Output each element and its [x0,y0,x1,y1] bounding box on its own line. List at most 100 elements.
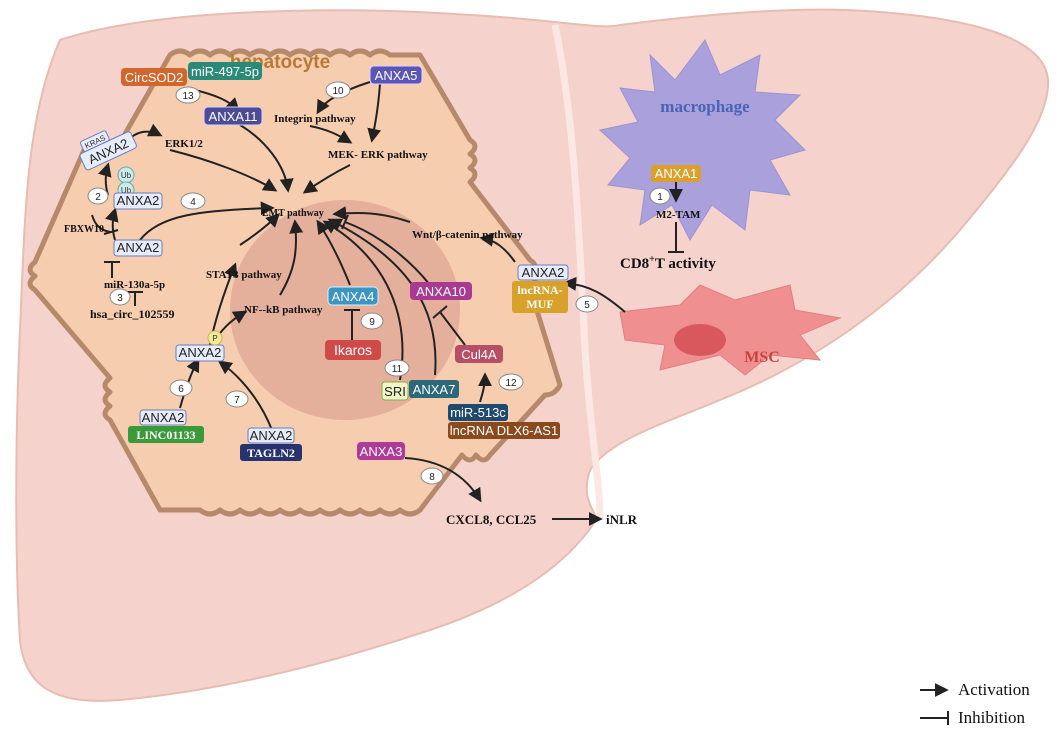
inhib-anxa10-emt [344,221,431,286]
step-10: 10 [325,81,351,99]
svg-text:2: 2 [95,192,101,203]
falciform-ligament [551,24,604,521]
step-8: 8 [420,467,444,485]
arrow-anxa2-anxa2ub [105,207,119,241]
arrow-anxa4-emt [316,219,351,286]
node-anxa1: ANXA1 [651,165,701,182]
svg-text:lncRNA DLX6-AS1: lncRNA DLX6-AS1 [450,423,558,438]
node-anxa2-kras: KRAS ANXA2 [79,130,137,171]
svg-text:10: 10 [332,86,344,97]
svg-text:ANXA7: ANXA7 [413,382,456,397]
arrow-muf-wnt [479,232,516,263]
node-anxa3: ANXA3 [357,442,405,460]
svg-text:ANXA10: ANXA10 [416,284,466,299]
svg-text:Ub: Ub [121,186,132,195]
label-mek-erk: MEK- ERK pathway [328,149,428,161]
label-mir130: miR-130a-5p [104,279,165,291]
svg-text:TAGLN2: TAGLN2 [247,446,295,460]
svg-text:SRI: SRI [384,384,406,399]
label-nfkb: NF--kB pathway [244,304,323,316]
label-stat3: STAT3 pathway [206,269,282,281]
arrow-sri-emt [322,220,404,381]
node-circsod2: CircSOD2 [121,68,187,86]
step-2: 2 [87,187,109,205]
svg-text:9: 9 [369,317,375,328]
arrow-mir513-cul4a [477,372,492,403]
svg-text:ANXA5: ANXA5 [375,68,418,83]
svg-text:6: 6 [178,384,184,395]
arrow-anxa2-emt [139,201,275,241]
svg-text:8: 8 [429,472,435,483]
msc-nucleus [674,324,726,356]
label-m2tam: M2-TAM [656,209,701,221]
arrow-anxa3-cxcl [404,457,482,503]
svg-text:3: 3 [117,293,123,304]
svg-text:ANXA2: ANXA2 [117,240,160,255]
inhib-fbxw10 [91,214,111,233]
legend-activation-label: Activation [958,680,1030,699]
step-13: 13 [175,86,201,104]
label-cxcl: CXCL8, CCL25 [446,512,537,527]
svg-text:ANXA2: ANXA2 [117,193,160,208]
node-anxa11: ANXA11 [203,106,263,126]
inhib-cul4a-anxa10 [439,311,466,346]
svg-text:ANXA1: ANXA1 [655,166,698,181]
node-anxa2-mir130: ANXA2 [113,239,163,257]
svg-text:MUF: MUF [526,297,553,311]
step-3: 3 [109,288,131,306]
node-anxa7: ANXA7 [409,380,459,398]
step-9: 9 [360,312,384,330]
svg-text:7: 7 [234,395,240,406]
svg-text:Cul4A: Cul4A [461,347,497,362]
svg-text:ANXA4: ANXA4 [332,289,375,304]
node-tagln2: ANXA2 TAGLN2 [240,427,302,461]
label-wnt: Wnt/β-catenin pathway [412,229,523,241]
arrow-nfkb-emt [279,219,304,296]
arrow-stat3-emt [239,213,280,246]
svg-text:ANXA2: ANXA2 [522,265,565,280]
activation-arrows [98,81,683,526]
msc-cell [619,284,842,376]
node-mir513c: miR-513c [448,404,508,421]
legend-inhibition: Inhibition [920,708,1026,727]
node-lncrna-muf: ANXA2 lncRNA- MUF [512,264,569,313]
svg-text:12: 12 [505,378,517,389]
node-anxa4: ANXA4 [327,286,379,306]
step-4: 4 [180,192,206,210]
step-12: 12 [498,373,524,391]
node-linc01133: ANXA2 LINC01133 [128,409,204,443]
svg-text:P: P [212,334,217,343]
macrophage-cell [598,39,806,242]
node-anxa2-p: ANXA2 P [175,330,225,362]
svg-text:ANXA3: ANXA3 [360,444,403,459]
step-11: 11 [384,359,410,377]
svg-text:Ikaros: Ikaros [334,342,372,358]
svg-text:13: 13 [182,91,194,102]
svg-text:Ub: Ub [121,171,132,180]
legend-activation: Activation [920,680,1030,699]
inhibition-lines [91,214,684,346]
label-fbxw10: FBXW10 [64,224,104,235]
arrow-anxa5-mek [367,83,382,143]
label-emt: EMT pathway [262,208,324,219]
svg-text:miR-497-5p: miR-497-5p [191,64,259,79]
msc-title: MSC [744,349,780,366]
label-erk12: ERK1/2 [165,138,203,150]
macrophage-title: macrophage [660,97,750,116]
svg-text:11: 11 [392,364,403,375]
label-integrin: Integrin pathway [274,113,356,125]
node-ikaros: Ikaros [325,340,381,360]
svg-text:ANXA2: ANXA2 [250,428,293,443]
label-cd8: CD8+T activity [620,254,716,272]
svg-text:5: 5 [584,300,590,311]
svg-text:lncRNA-: lncRNA- [517,283,562,297]
svg-text:ANXA11: ANXA11 [209,109,258,124]
step-5: 5 [575,295,599,313]
node-anxa5: ANXA5 [369,65,423,85]
svg-text:ANXA2: ANXA2 [179,345,222,360]
pathway-labels: ERK1/2 Integrin pathway MEK- ERK pathway… [64,113,716,527]
arrow-mek-emt [302,164,351,194]
arrow-tagln-anxa2p [217,360,273,431]
